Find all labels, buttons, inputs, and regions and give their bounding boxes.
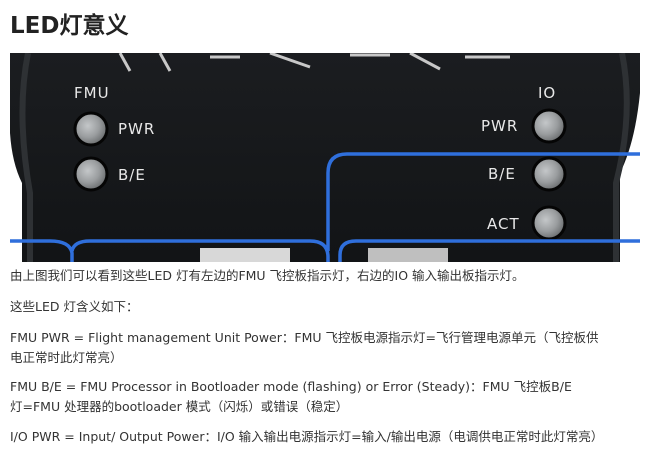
fmu-pwr-led [73,111,109,147]
io-group-label: IO [538,84,556,102]
fmu-be-description: FMU B/E = FMU Processor in Bootloader mo… [10,377,572,417]
fmu-pwr-label: PWR [118,120,155,138]
board-edge-right [613,53,630,262]
fmu-pwr-line-1: FMU PWR = Flight management Unit Power：F… [10,330,599,345]
fmu-pwr-line-2: 电正常时此灯常亮） [10,350,123,365]
right-connector [368,248,448,262]
left-highlight-box [10,152,640,262]
left-connector [200,248,290,262]
led-board-illustration: FMU IO PWR B/E PWR B/E ACT [10,53,640,262]
led-board-photo: FMU IO PWR B/E PWR B/E ACT [10,53,640,262]
intro-paragraph: 由上图我们可以看到这些LED 灯有左边的FMU 飞控板指示灯，右边的IO 输入输… [10,268,525,283]
io-pwr-led [531,108,567,144]
right-highlight-box [338,239,640,262]
page-title: LED灯意义 [10,13,129,39]
fmu-be-led [73,156,109,192]
io-pwr-label: PWR [481,117,518,135]
io-act-led [531,205,567,241]
board-shape [10,53,640,262]
fmu-pwr-description: FMU PWR = Flight management Unit Power：F… [10,328,598,368]
fmu-group-label: FMU [74,84,110,102]
io-be-label: B/E [488,165,516,183]
io-act-label: ACT [487,215,520,233]
fmu-be-line-1: FMU B/E = FMU Processor in Bootloader mo… [10,379,572,394]
board-edge [19,53,33,262]
io-be-led [531,156,567,192]
fmu-be-line-2: 灯=FMU 处理器的bootloader 模式（闪烁）或错误（稳定） [10,399,349,414]
meaning-intro: 这些LED 灯含义如下： [10,299,139,314]
fmu-be-label: B/E [118,166,146,184]
io-pwr-description: I/O PWR = Input/ Output Power：I/O 输入输出电源… [10,429,604,444]
silkscreen-logo [118,53,510,72]
